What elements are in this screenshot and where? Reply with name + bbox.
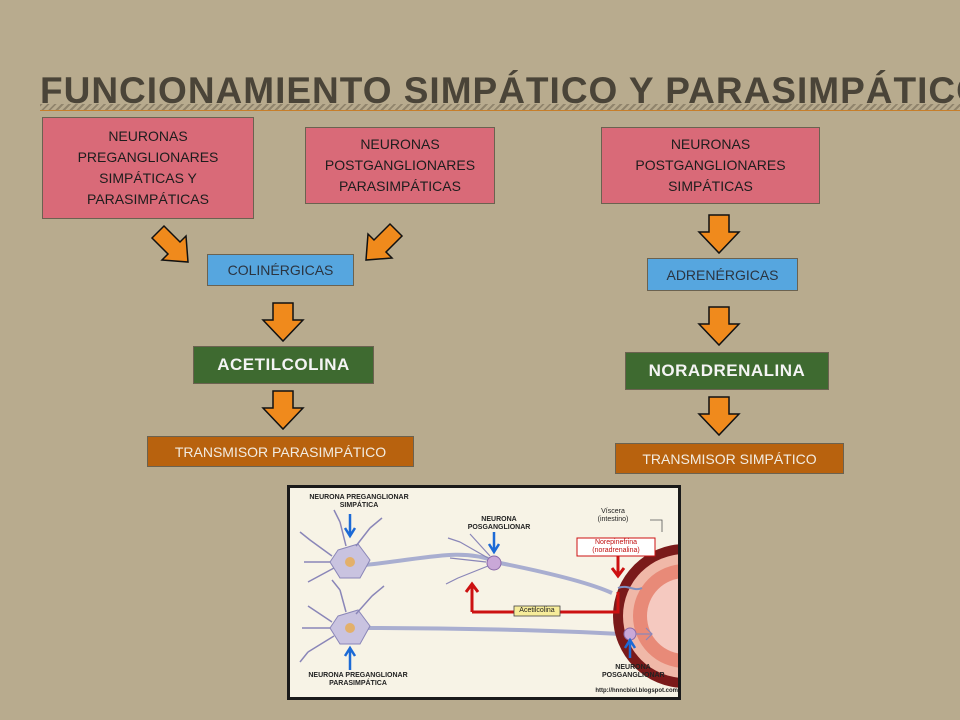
box-adrenergicas-label: ADRENÉRGICAS	[666, 266, 779, 283]
down-arrow-icon-2	[261, 390, 305, 431]
box-postganglionares-parasimpaticas-label: NEURONAS POSTGANGLIONARES PARASIMPÁTICAS	[324, 136, 476, 194]
label-norepinefrina: Norepinefrina (noradrenalina)	[592, 539, 640, 554]
box-transmisor-parasimpatico-label: TRANSMISOR PARASIMPÁTICO	[174, 443, 387, 460]
diagonal-arrow-icon-right	[365, 222, 404, 261]
box-transmisor-simpatico: TRANSMISOR SIMPÁTICO	[615, 443, 844, 474]
preganglionar-simpatica-neuron	[299, 509, 383, 583]
down-arrow-icon-1	[261, 302, 305, 343]
label-posganglionar-top: NEURONA POSGANGLIONAR	[467, 516, 531, 531]
label-source-url: http://hnncbiol.blogspot.com	[595, 688, 678, 694]
box-acetilcolina: ACETILCOLINA	[193, 346, 374, 384]
label-pre-parasimpatica: NEURONA PREGANGLIONAR PARASIMPÁTICA	[308, 672, 408, 687]
posganglionar-neuron-top	[445, 533, 502, 585]
box-postganglionares-simpaticas: NEURONAS POSTGANGLIONARES SIMPÁTICAS	[601, 127, 820, 204]
preganglionar-parasimpatica-neuron	[299, 579, 385, 663]
box-transmisor-parasimpatico: TRANSMISOR PARASIMPÁTICO	[147, 436, 414, 467]
box-noradrenalina: NORADRENALINA	[625, 352, 829, 390]
down-arrow-icon-3	[697, 214, 741, 255]
slide-title: Funcionamiento simpático y parasimpático	[40, 70, 960, 111]
diagonal-arrow-icon-left	[150, 224, 189, 263]
box-neuronas-preganglionares: NEURONAS PREGANGLIONARES SIMPÁTICAS Y PA…	[42, 117, 254, 219]
label-pre-simpatica: NEURONA PREGANGLIONAR SIMPÁTICA	[309, 494, 409, 509]
box-transmisor-simpatico-label: TRANSMISOR SIMPÁTICO	[642, 450, 817, 467]
down-arrow-icon-5	[697, 396, 741, 437]
box-colinergicas: COLINÉRGICAS	[207, 254, 354, 286]
neuron-drawing	[299, 509, 678, 688]
box-neuronas-preganglionares-label: NEURONAS PREGANGLIONARES SIMPÁTICAS Y PA…	[77, 128, 219, 207]
title-underline	[40, 110, 960, 111]
title-underline-texture	[40, 104, 960, 110]
box-noradrenalina-label: NORADRENALINA	[648, 361, 806, 380]
label-posganglionar-bottom: NEURONA POSGANGLIONAR	[602, 664, 665, 679]
label-viscera: Víscera (intestino)	[597, 508, 629, 523]
box-adrenergicas: ADRENÉRGICAS	[647, 258, 798, 291]
neuron-illustration: NEURONA PREGANGLIONAR SIMPÁTICA NEURONA …	[287, 485, 681, 700]
box-postganglionares-parasimpaticas: NEURONAS POSTGANGLIONARES PARASIMPÁTICAS	[305, 127, 495, 204]
box-acetilcolina-label: ACETILCOLINA	[217, 355, 350, 374]
box-colinergicas-label: COLINÉRGICAS	[227, 262, 334, 278]
label-acetilcolina: Acetilcolina	[519, 607, 555, 614]
neuron-illustration-canvas: NEURONA PREGANGLIONAR SIMPÁTICA NEURONA …	[290, 488, 678, 697]
box-postganglionares-simpaticas-label: NEURONAS POSTGANGLIONARES SIMPÁTICAS	[635, 136, 786, 194]
down-arrow-icon-4	[697, 306, 741, 347]
